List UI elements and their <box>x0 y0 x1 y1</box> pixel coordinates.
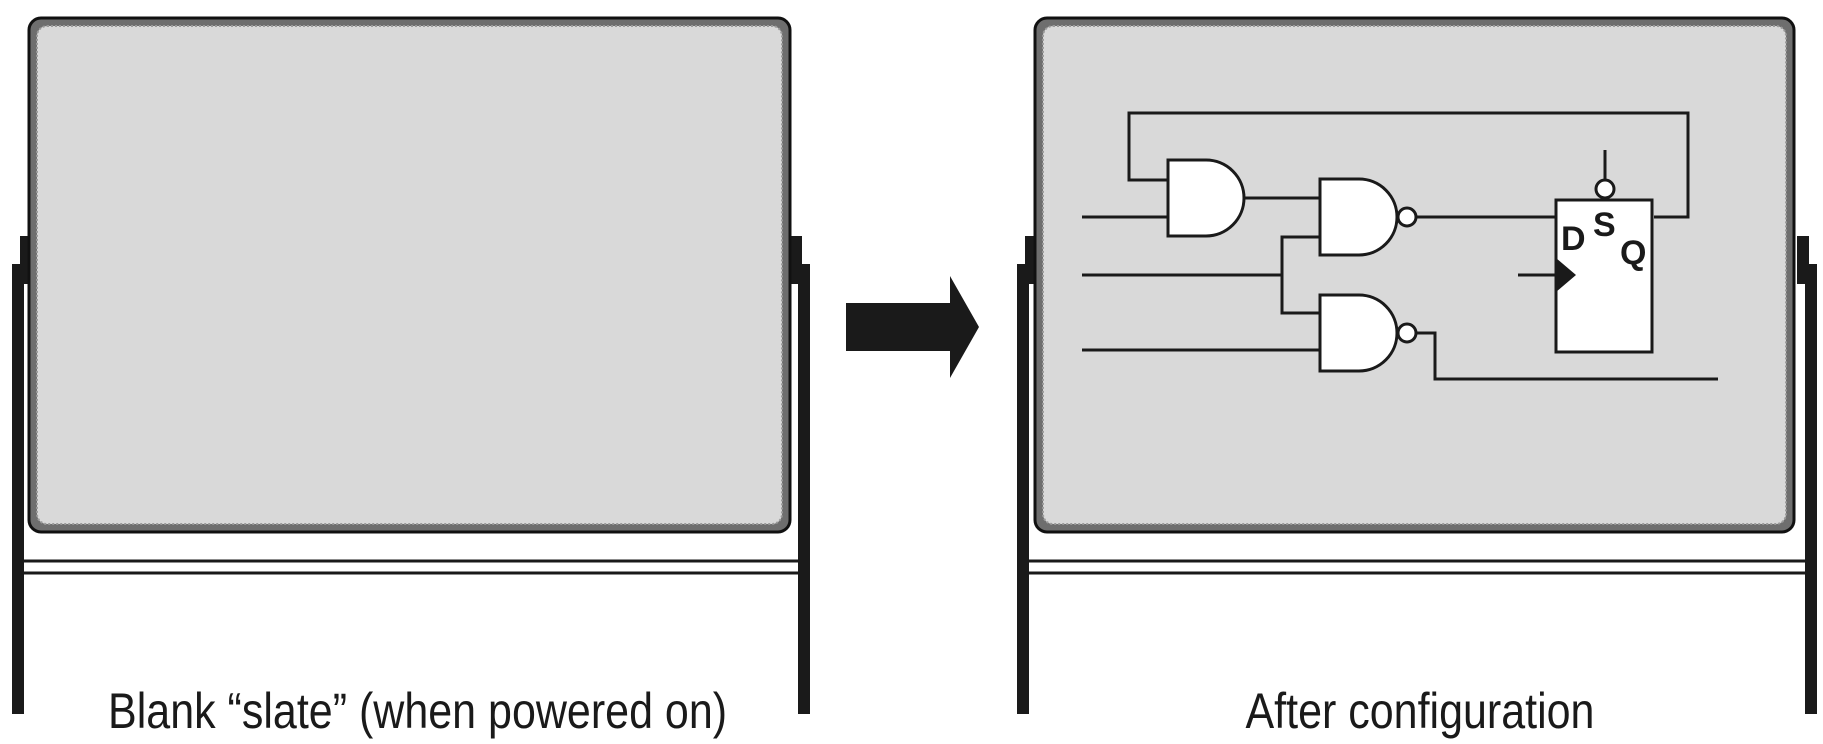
flipflop-q-label: Q <box>1620 234 1646 272</box>
left-board-stand <box>12 236 810 714</box>
circuit-wires <box>1082 111 1718 381</box>
set-inversion-bubble <box>1594 178 1616 200</box>
flipflop-d-label: D <box>1561 220 1586 258</box>
clock-triangle-icon <box>1556 258 1576 292</box>
right-board-stand <box>1017 236 1817 714</box>
left-board-surface <box>36 25 783 525</box>
right-board-surface <box>1042 25 1787 525</box>
flipflop-s-label: S <box>1593 206 1616 244</box>
transition-arrow <box>846 276 979 378</box>
caption-blank-slate: Blank “slate” (when powered on) <box>108 683 728 739</box>
right-board-tray <box>1025 559 1809 575</box>
nand-gate-bottom <box>1318 293 1418 373</box>
and-gate <box>1166 158 1246 238</box>
nand-gate-top <box>1318 177 1418 257</box>
caption-after-configuration: After configuration <box>1245 683 1595 739</box>
blank-board <box>12 16 810 714</box>
d-flip-flop: D S Q <box>1554 178 1654 354</box>
left-board-tray <box>18 559 804 575</box>
configured-board: D S Q <box>1017 16 1817 714</box>
